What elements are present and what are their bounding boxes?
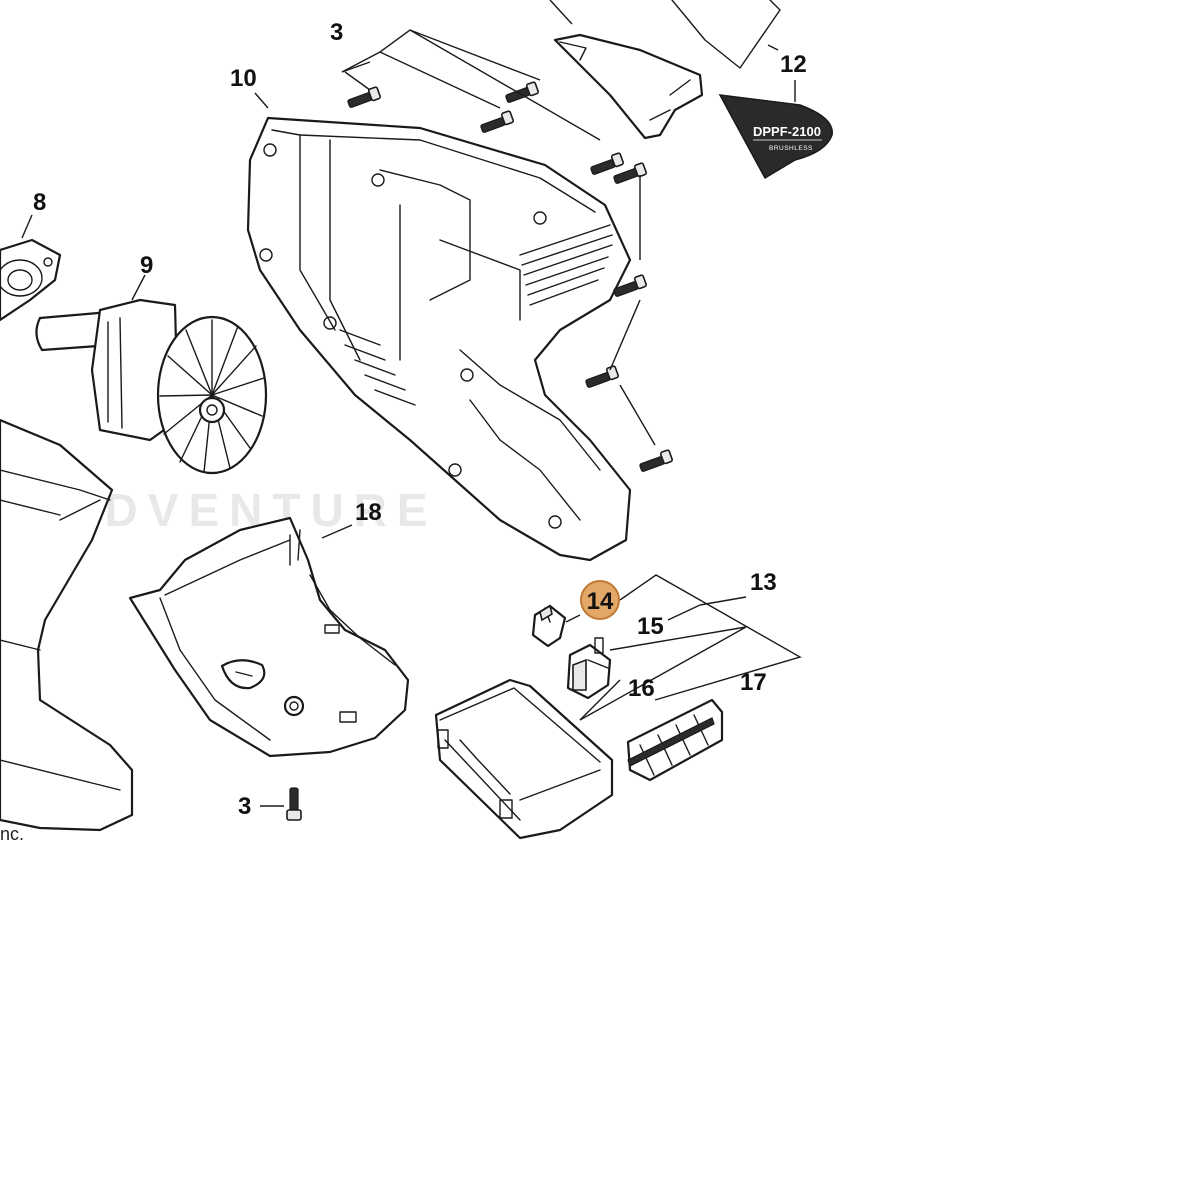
part-14-micro-switch: [531, 604, 567, 648]
callout-10: 10: [230, 65, 257, 92]
callout-16: 16: [628, 675, 655, 702]
callout-15: 15: [637, 613, 664, 640]
callout-8: 8: [33, 189, 46, 216]
part-10-main-housing: [246, 116, 632, 562]
housing-vents: [339, 224, 613, 406]
badge-subtitle-text: BRUSHLESS: [769, 145, 813, 152]
motor-fan-blades: [159, 319, 265, 473]
callout-14-highlight[interactable]: 14: [580, 580, 620, 620]
part-9-motor: [35, 298, 268, 475]
leader-lines: [21, 0, 802, 807]
callout-13: 13: [750, 569, 777, 596]
screw-d: [590, 152, 624, 175]
part-8-gear-housing: [0, 238, 62, 322]
part-16-controller: [434, 678, 614, 840]
part-3-screw-bottom: [286, 787, 302, 821]
screw-e: [613, 162, 647, 184]
badge-model-text: DPPF-2100: [753, 124, 821, 139]
callout-labels: 3 10 8 9 12 18 3 13 15 16 17: [33, 19, 807, 820]
callout-9: 9: [140, 252, 153, 279]
screw-c: [480, 110, 514, 133]
callout-14[interactable]: 14: [587, 588, 614, 615]
screw-a: [347, 86, 381, 108]
screw-b: [505, 81, 539, 103]
part-18-lower-cover: [128, 516, 410, 758]
part-17-terminal-block: [626, 698, 724, 782]
callout-12: 12: [780, 51, 807, 78]
corner-copyright-fragment: nc.: [0, 824, 24, 844]
screw-g: [585, 365, 619, 388]
screw-f: [613, 274, 647, 297]
model-badge: DPPF-2100 BRUSHLESS: [718, 94, 833, 180]
callout-18: 18: [355, 499, 382, 526]
callout-3-top: 3: [330, 19, 343, 46]
screw-h: [639, 449, 673, 472]
callout-17: 17: [740, 669, 767, 696]
part-3-screws-top: [347, 81, 673, 472]
callout-3-bottom: 3: [238, 793, 251, 820]
part-15-trigger-switch: [566, 637, 612, 700]
highlight-circle[interactable]: [580, 580, 620, 620]
part-12-cover: [553, 0, 781, 140]
part-left-housing-shell: [0, 418, 134, 832]
